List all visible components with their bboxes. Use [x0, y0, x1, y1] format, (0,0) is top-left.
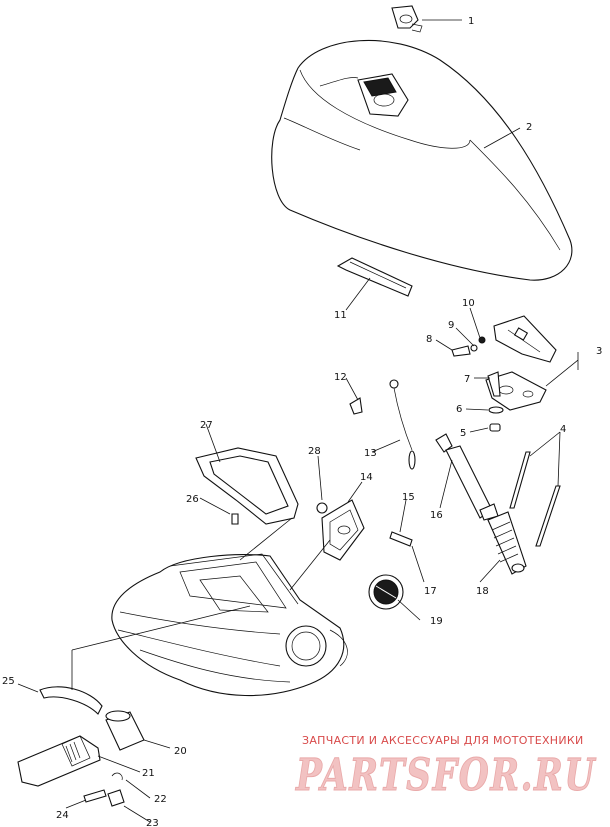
- callout-1: 1: [468, 16, 474, 27]
- callout-24: 24: [56, 810, 69, 821]
- part-14-plate: [321, 499, 365, 561]
- callout-12: 12: [334, 372, 347, 383]
- watermark-logo: PARTSFOR.RU: [294, 750, 596, 801]
- callout-26: 26: [186, 494, 199, 505]
- part-23-clip: [107, 789, 125, 807]
- part-8-screw: [451, 345, 471, 357]
- callout-6: 6: [456, 404, 462, 415]
- part-26-bolt: [231, 513, 239, 525]
- part-25-handle: [39, 686, 103, 715]
- watermark-caption: ЗАПЧАСТИ И АКСЕССУАРЫ ДЛЯ МОТОТЕХНИКИ: [302, 734, 584, 747]
- callout-23: 23: [146, 818, 159, 827]
- part-3-hinge-bracket: [485, 315, 557, 411]
- callout-18: 18: [476, 586, 489, 597]
- watermark: ЗАПЧАСТИ И АКСЕССУАРЫ ДЛЯ МОТОТЕХНИКИ PA…: [294, 734, 596, 802]
- callout-11: 11: [334, 310, 347, 321]
- main-console-body: [111, 553, 348, 697]
- part-11-hinge-strip: [336, 257, 413, 297]
- callout-2: 2: [526, 122, 532, 133]
- part-5-nut: [489, 423, 501, 432]
- part-12-13-cable: [349, 379, 416, 470]
- callout-4: 4: [560, 424, 566, 435]
- part-22-ring: [111, 772, 123, 781]
- callout-21: 21: [142, 768, 155, 779]
- part-15-17-screw: [389, 531, 413, 547]
- part-27-frame-gasket: [195, 447, 299, 525]
- part-19-cap: [368, 574, 404, 610]
- small-hardware: [451, 336, 504, 432]
- part-9-washer: [470, 344, 478, 352]
- callout-22: 22: [154, 794, 167, 805]
- leader-lines: [17, 19, 579, 823]
- part-20-cylinder: [105, 710, 145, 751]
- part-28-clip: [316, 502, 328, 514]
- callout-labels: 1 2 3 4 5 6 7 8 9 10 11 12 13 14 15 16 1…: [2, 16, 602, 827]
- part-2-hood-cover: [271, 39, 573, 281]
- callout-5: 5: [460, 428, 466, 439]
- callout-15: 15: [402, 492, 415, 503]
- callout-9: 9: [448, 320, 454, 331]
- callout-20: 20: [174, 746, 187, 757]
- part-4-rods: [509, 451, 561, 547]
- part-1-latch-tab: [391, 5, 423, 33]
- part-24-pin: [83, 789, 107, 803]
- callout-13: 13: [364, 448, 377, 459]
- callout-3: 3: [596, 346, 602, 357]
- callout-17: 17: [424, 586, 437, 597]
- callout-19: 19: [430, 616, 443, 627]
- part-6-washer: [488, 406, 504, 414]
- callout-7: 7: [464, 374, 470, 385]
- part-7-bolt: [487, 371, 501, 397]
- callout-25: 25: [2, 676, 15, 687]
- part-10-nut: [478, 336, 486, 344]
- callout-28: 28: [308, 446, 321, 457]
- callout-27: 27: [200, 420, 213, 431]
- callout-14: 14: [360, 472, 373, 483]
- part-16-gas-strut: [435, 433, 499, 521]
- callout-10: 10: [462, 298, 475, 309]
- callout-16: 16: [430, 510, 443, 521]
- part-18-bellows: [487, 511, 527, 575]
- part-21-container: [17, 735, 101, 787]
- callout-8: 8: [426, 334, 432, 345]
